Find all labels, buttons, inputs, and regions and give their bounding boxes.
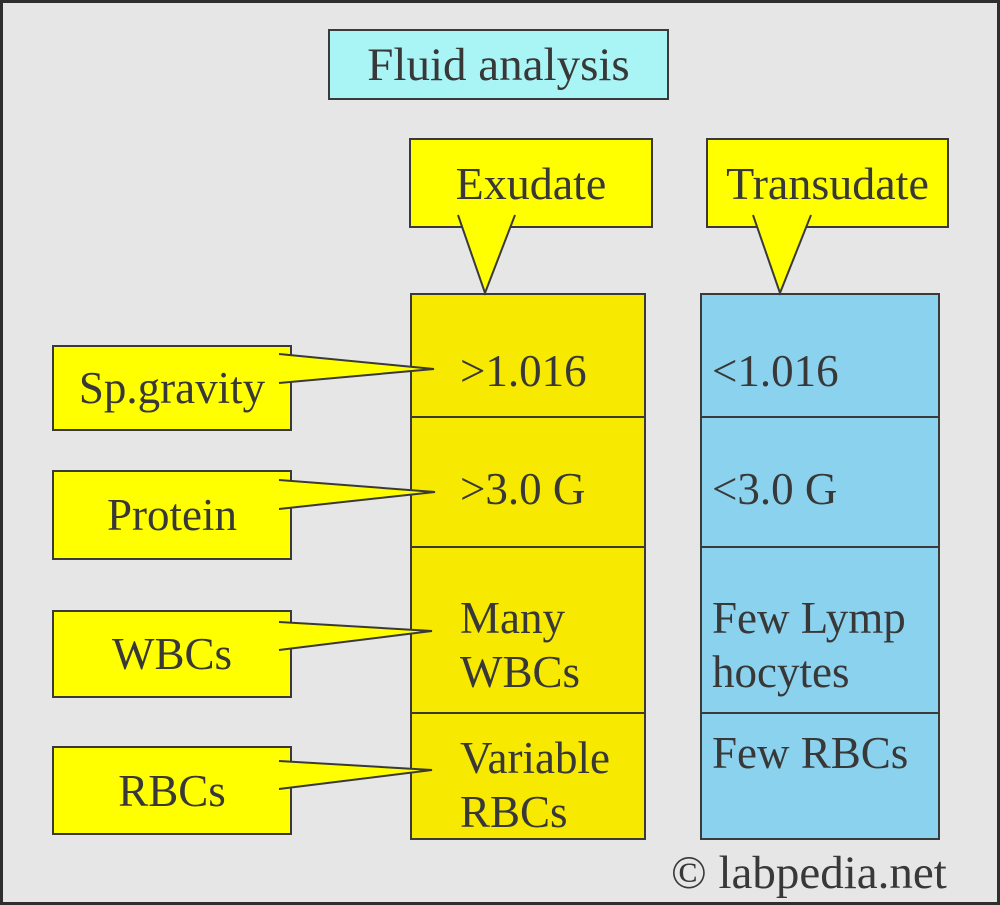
- transudate-cell-wbcs: Few Lymp hocytes: [702, 546, 938, 712]
- row-label-text: Protein: [107, 490, 237, 540]
- transudate-header-label: Transudate: [726, 157, 929, 209]
- cell-value: Variable RBCs: [460, 733, 610, 837]
- transudate-column: <1.016 <3.0 G Few Lymp hocytes Few RBCs: [700, 293, 940, 840]
- cell-value: Few RBCs: [712, 728, 909, 778]
- row-label-wbcs: WBCs: [52, 610, 292, 698]
- row-label-text: WBCs: [111, 629, 232, 679]
- page-title: Fluid analysis: [367, 38, 630, 91]
- cell-value: Many WBCs: [460, 593, 581, 697]
- cell-value: <3.0 G: [712, 464, 838, 514]
- transudate-header-callout: Transudate: [706, 138, 949, 228]
- cell-value: Few Lymp hocytes: [712, 593, 906, 697]
- exudate-cell-rbcs: Variable RBCs: [412, 712, 644, 838]
- cell-value: <1.016: [712, 345, 839, 396]
- row-label-text: Sp.gravity: [78, 363, 266, 413]
- title-box: Fluid analysis: [328, 29, 669, 100]
- row-label-sp-gravity: Sp.gravity: [52, 345, 292, 431]
- exudate-cell-protein: >3.0 G: [412, 416, 644, 546]
- exudate-cell-sp-gravity: >1.016: [412, 295, 644, 416]
- watermark: © labpedia.net: [671, 846, 947, 900]
- row-label-text: RBCs: [118, 765, 226, 816]
- watermark-text: © labpedia.net: [671, 847, 947, 899]
- exudate-header-callout: Exudate: [409, 138, 653, 228]
- row-label-rbcs: RBCs: [52, 746, 292, 835]
- transudate-cell-rbcs: Few RBCs: [702, 712, 938, 838]
- transudate-cell-sp-gravity: <1.016: [702, 295, 938, 416]
- exudate-header-label: Exudate: [455, 157, 607, 209]
- transudate-cell-protein: <3.0 G: [702, 416, 938, 546]
- cell-value: >1.016: [460, 345, 587, 396]
- row-label-protein: Protein: [52, 470, 292, 560]
- exudate-column: >1.016 >3.0 G Many WBCs Variable RBCs: [410, 293, 646, 840]
- cell-value: >3.0 G: [460, 464, 586, 514]
- exudate-cell-wbcs: Many WBCs: [412, 546, 644, 712]
